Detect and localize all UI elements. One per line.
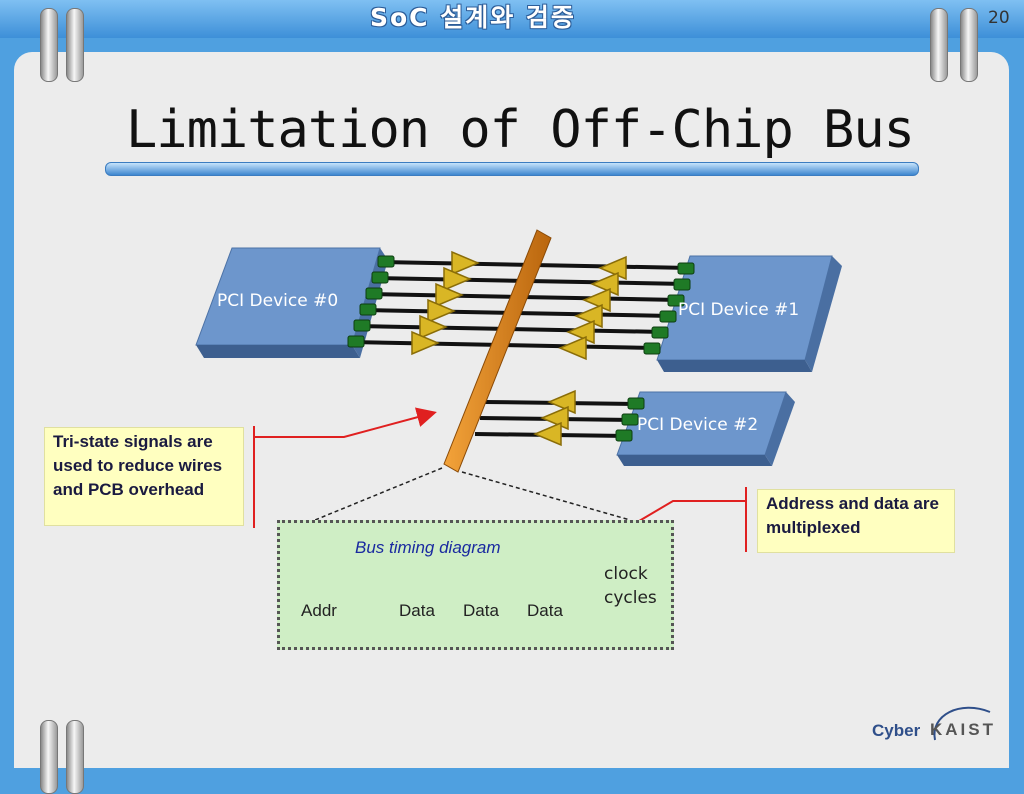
connector-pins — [347, 255, 695, 442]
shared-bus-bar — [443, 229, 552, 473]
kaist-logo-icon — [933, 706, 991, 741]
clock-axis-label: clock cycles — [604, 564, 657, 608]
page-number: 20 — [988, 8, 1010, 28]
phase-label-addr: Addr — [301, 601, 337, 620]
phase-label-data-1: Data — [399, 601, 435, 620]
course-title: SoC 설계와 검증 — [370, 3, 576, 32]
logo-cyber: Cyber — [872, 721, 921, 740]
timing-diagram-box — [277, 520, 674, 650]
phase-label-data-3: Data — [527, 601, 563, 620]
tristate-buffer-icon — [411, 250, 627, 447]
bus-diagram — [195, 229, 991, 741]
device-label-0: PCI Device #0 — [217, 291, 339, 311]
header-bar — [0, 0, 1024, 38]
timing-title: Bus timing diagram — [355, 538, 501, 557]
device-label-1: PCI Device #1 — [678, 300, 800, 320]
note-multiplexed: Address and data are multiplexed — [757, 489, 955, 553]
note-tristate: Tri-state signals are used to reduce wir… — [44, 427, 244, 526]
zoom-lines — [314, 467, 631, 521]
pci-device-1 — [656, 255, 842, 372]
logo-kaist: KAIST — [930, 720, 996, 739]
pci-device-2 — [616, 391, 795, 466]
callout-tristate — [253, 407, 437, 528]
device-label-2: PCI Device #2 — [637, 415, 759, 435]
title-underline — [105, 162, 919, 176]
slide-title: Limitation of Off-Chip Bus — [126, 100, 915, 160]
phase-label-data-2: Data — [463, 601, 499, 620]
